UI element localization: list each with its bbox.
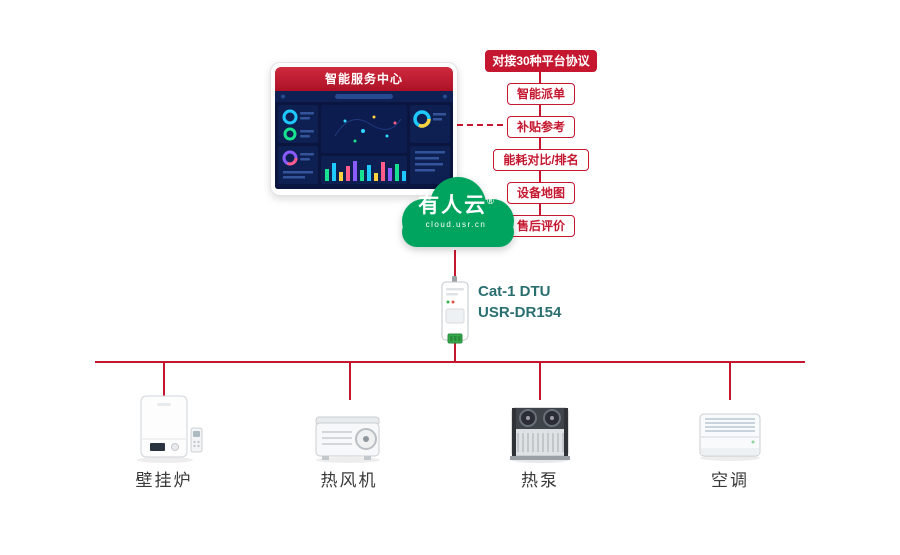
- drop-line-air-conditioner: [729, 362, 731, 400]
- drop-line-fan-heater: [349, 362, 351, 400]
- bus-line: [95, 361, 805, 363]
- wall-boiler-image: [133, 394, 205, 469]
- device-label-heat-pump: 热泵: [521, 471, 559, 490]
- feature-item-smart-dispatch: 智能派单: [506, 83, 575, 105]
- heat-pump-image: [510, 402, 574, 469]
- feature-item-energy-ranking: 能耗对比/排名: [493, 149, 589, 171]
- air-conditioner-image: [698, 410, 766, 467]
- dtu-device-image: [438, 276, 472, 355]
- dashboard-screen: [275, 91, 453, 189]
- monitor-title: 智能服务中心: [275, 67, 453, 91]
- fan-heater-image: [314, 410, 394, 469]
- dtu-model-line2: USR-DR154: [478, 304, 562, 321]
- feature-item-subsidy-reference: 补贴参考: [506, 116, 575, 138]
- dashboard-graphic: [275, 91, 453, 189]
- feature-item-after-sales: 售后评价: [506, 215, 575, 237]
- cloud-brand-name: 有人云®: [388, 189, 524, 218]
- dashed-connector: [457, 124, 503, 126]
- dtu-model-line1: Cat-1 DTU: [478, 283, 551, 300]
- device-label-fan-heater: 热风机: [320, 471, 378, 490]
- feature-item-device-map: 设备地图: [506, 182, 575, 204]
- cloud-logo: 有人云® cloud.usr.cn: [388, 167, 524, 255]
- device-label-air-conditioner: 空调: [711, 471, 749, 490]
- drop-line-heat-pump: [539, 362, 541, 400]
- feature-item-platform-protocols: 对接30种平台协议: [485, 50, 597, 72]
- feature-connector-line: [539, 60, 541, 232]
- cloud-shape: [402, 177, 514, 247]
- monitor-panel: 智能服务中心: [270, 62, 458, 196]
- device-label-boiler: 壁挂炉: [135, 471, 193, 490]
- feature-list: 对接30种平台协议 智能派单 补贴参考 能耗对比/排名 设备地图 售后评价: [476, 50, 606, 237]
- registered-mark: ®: [487, 196, 494, 206]
- cloud-domain: cloud.usr.cn: [425, 220, 487, 229]
- cloud-text: 有人云® cloud.usr.cn: [388, 189, 524, 229]
- dtu-model-label: Cat-1 DTU USR-DR154: [478, 281, 561, 323]
- cloud-name-text: 有人云: [418, 194, 488, 217]
- drop-line-boiler: [163, 362, 165, 400]
